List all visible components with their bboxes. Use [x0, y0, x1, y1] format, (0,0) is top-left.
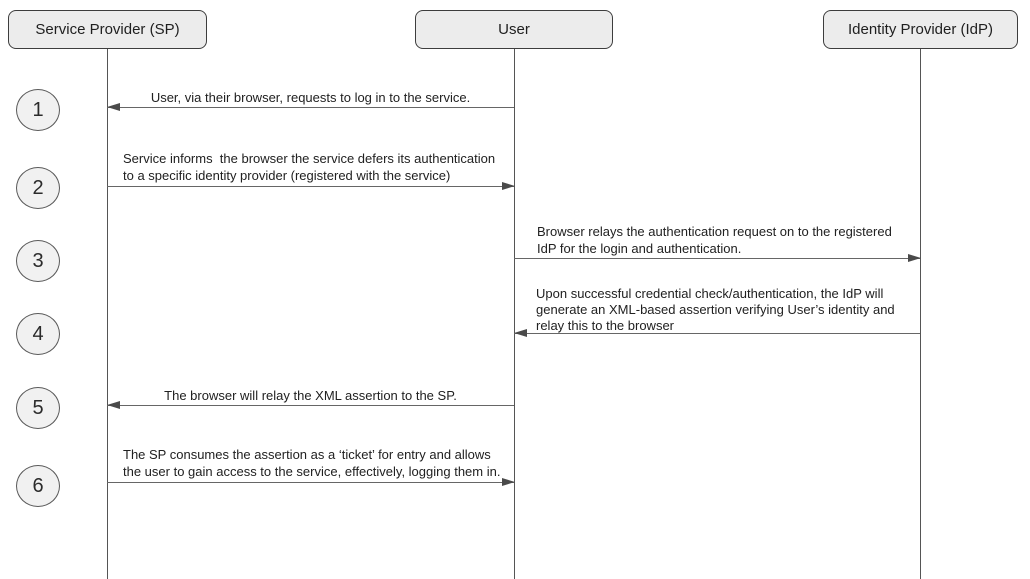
- actor-box-user: User: [415, 10, 613, 49]
- step-circle-5: 5: [16, 387, 60, 429]
- message-3-label: Browser relays the authentication reques…: [537, 224, 892, 256]
- step-circle-4: 4: [16, 313, 60, 355]
- step-number-3: 3: [32, 249, 44, 272]
- actor-label-service-provider: Service Provider (SP): [35, 21, 180, 38]
- step-number-6: 6: [32, 474, 44, 497]
- message-1-label: User, via their browser, requests to log…: [150, 90, 471, 105]
- actor-box-identity-provider: Identity Provider (IdP): [823, 10, 1018, 49]
- step-number-5: 5: [32, 396, 44, 419]
- message-6-label: The SP consumes the assertion as a ‘tick…: [123, 447, 501, 479]
- step-circle-3: 3: [16, 240, 60, 282]
- step-number-2: 2: [32, 176, 44, 199]
- message-2-label: Service informs the browser the service …: [123, 151, 496, 183]
- message-6-arrow: [107, 477, 515, 486]
- step-number-4: 4: [32, 322, 44, 345]
- message-4-arrow: [513, 328, 920, 337]
- step-circle-2: 2: [16, 167, 60, 209]
- step-circle-6: 6: [16, 465, 60, 507]
- arrowhead-right-icon: [501, 181, 515, 190]
- lifeline-user: [513, 49, 515, 579]
- message-1-arrow: [106, 102, 514, 111]
- arrowhead-left-icon: [106, 400, 120, 409]
- message-5-label: The browser will relay the XML assertion…: [164, 388, 457, 403]
- message-3-arrow: [514, 253, 921, 262]
- lifeline-service-provider: [106, 49, 108, 579]
- message-2-arrow: [107, 181, 515, 190]
- arrowhead-right-icon: [501, 477, 515, 486]
- arrowhead-left-icon: [513, 328, 527, 337]
- actor-label-user: User: [498, 21, 530, 38]
- actor-box-service-provider: Service Provider (SP): [8, 10, 207, 49]
- message-4-label: Upon successful credential check/authent…: [536, 286, 895, 333]
- arrowhead-left-icon: [106, 102, 120, 111]
- lifeline-identity-provider: [919, 49, 921, 579]
- message-5-arrow: [106, 400, 514, 409]
- step-circle-1: 1: [16, 89, 60, 131]
- step-number-1: 1: [32, 98, 44, 121]
- actor-label-identity-provider: Identity Provider (IdP): [847, 21, 994, 38]
- arrowhead-right-icon: [907, 253, 921, 262]
